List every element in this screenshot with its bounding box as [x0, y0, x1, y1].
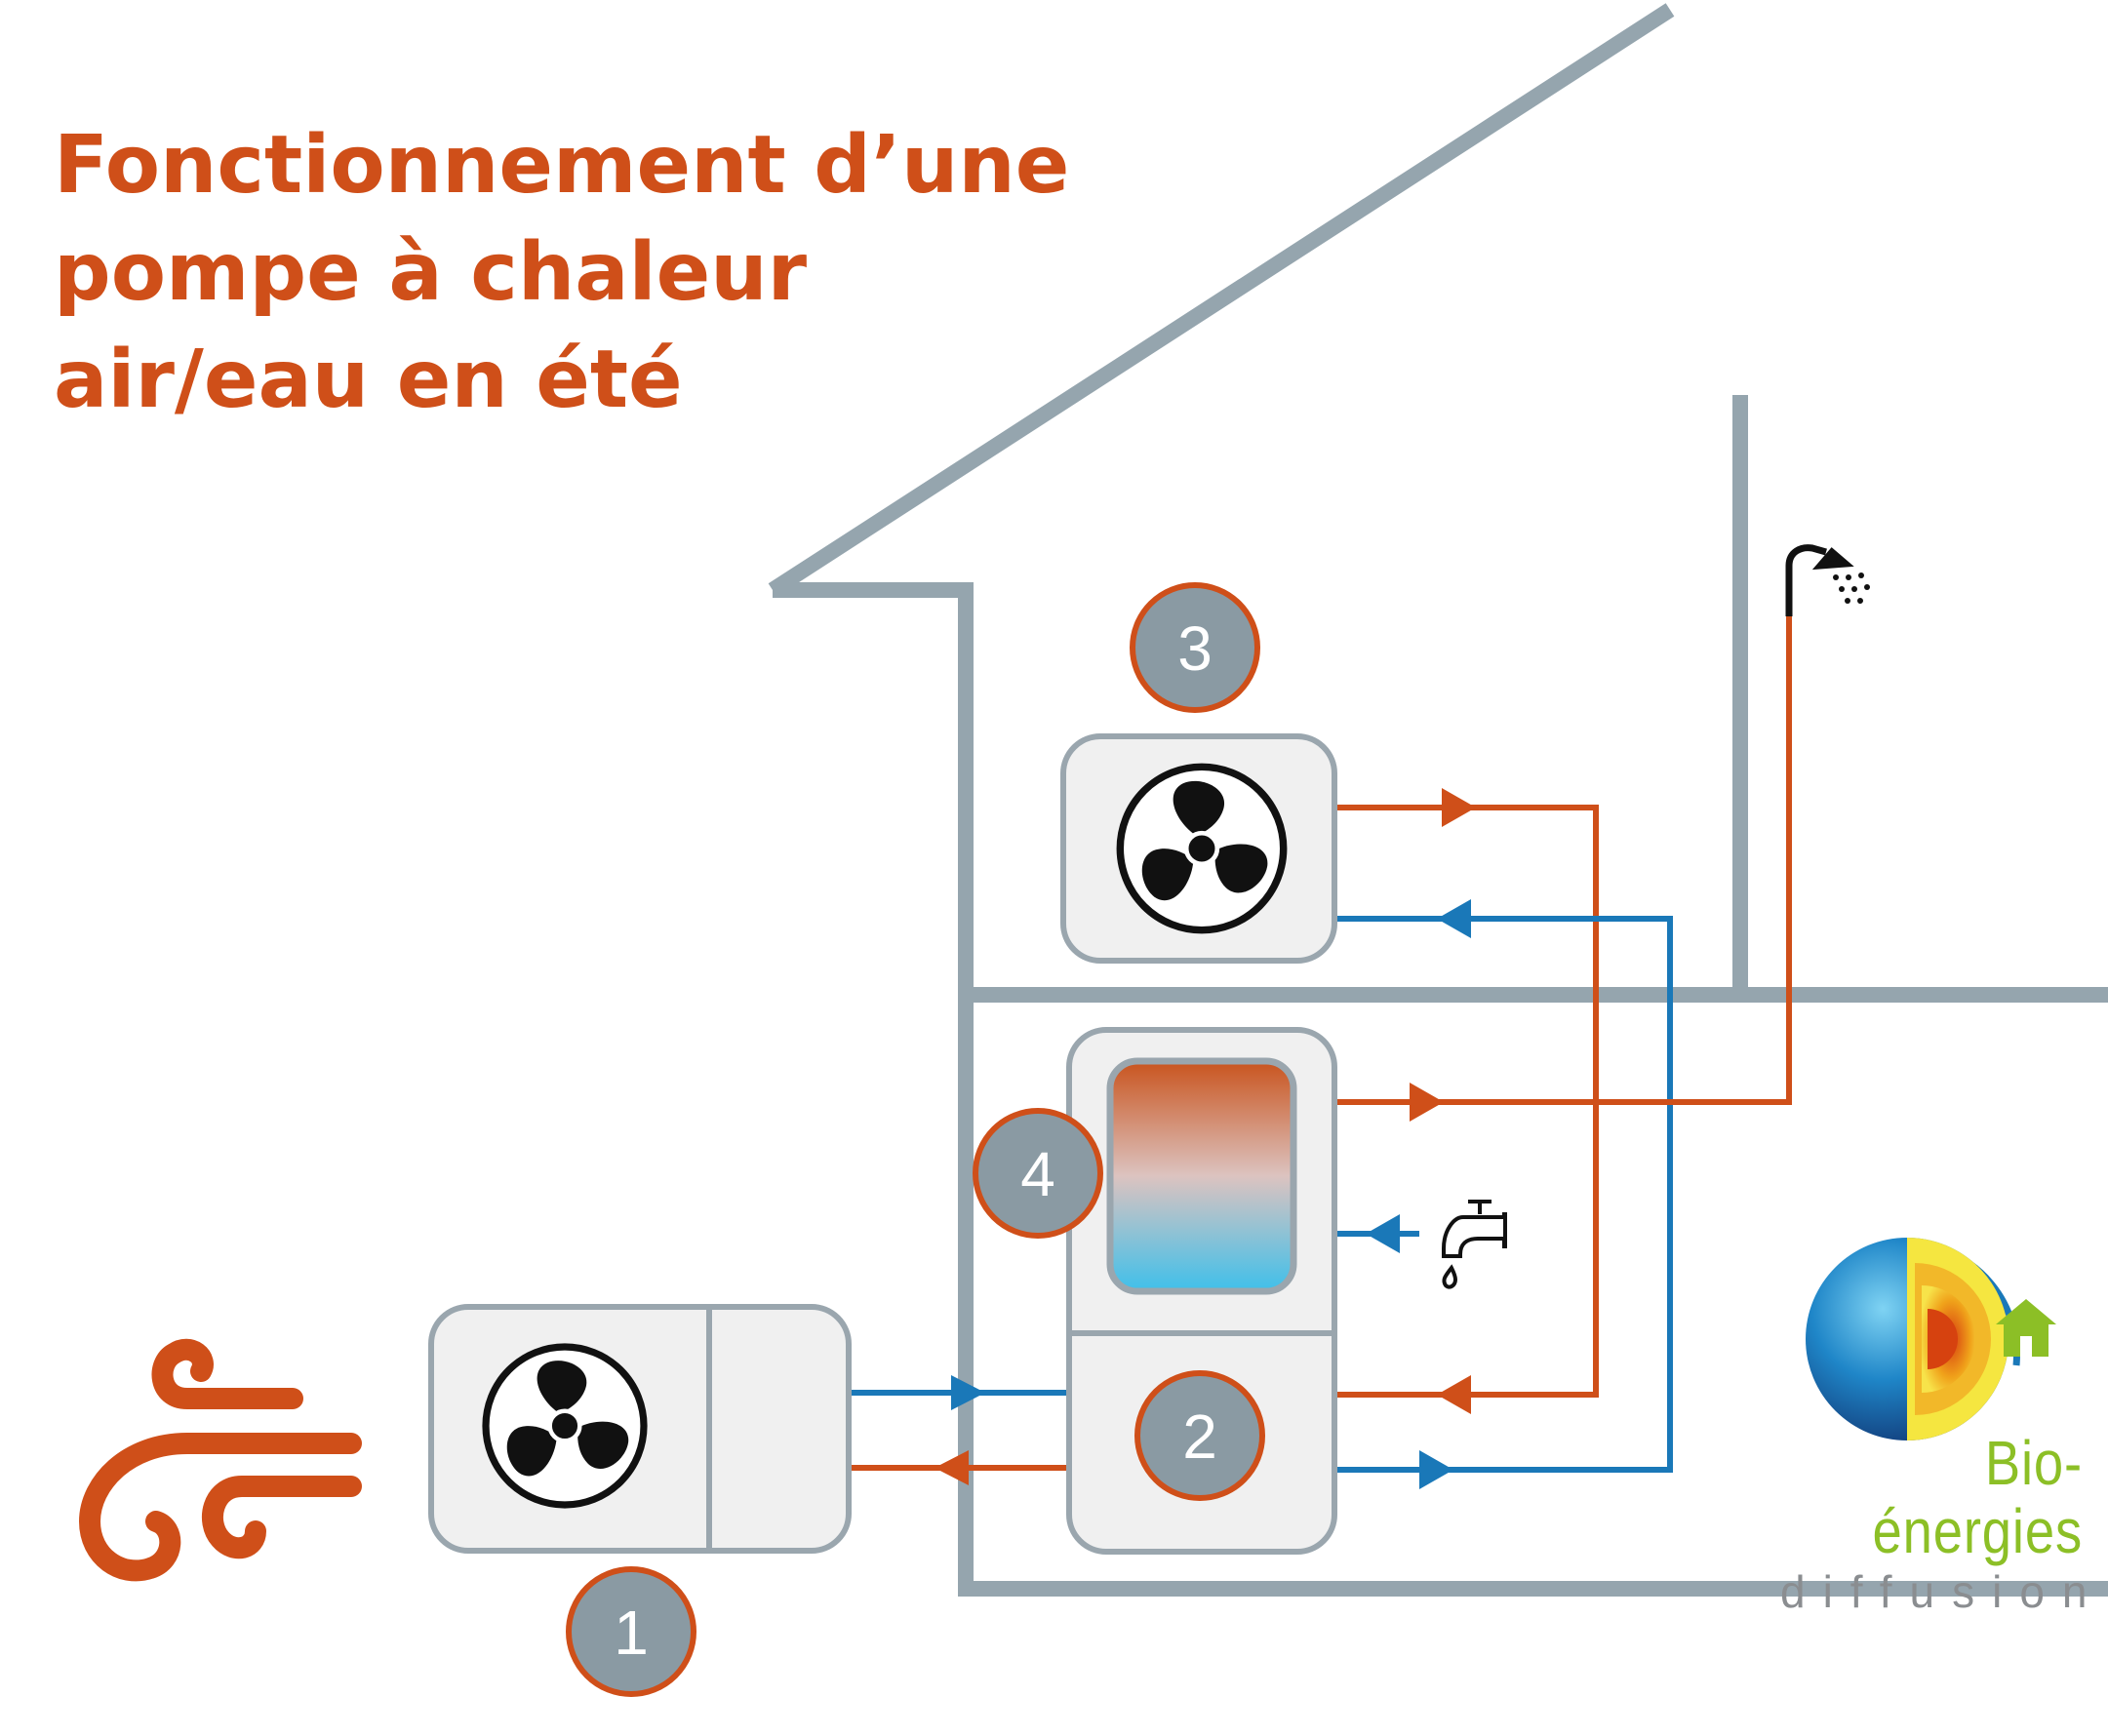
roof-line: [768, 3, 1675, 597]
earth-core-icon: [1806, 1238, 2020, 1440]
house-outline: [768, 3, 2108, 1597]
left-eave: [773, 582, 2108, 1597]
hot-water-pipe: [1293, 616, 1792, 1105]
fan-icon: [486, 1347, 644, 1505]
arrow-cold-up: [1437, 899, 1471, 938]
badge-3: 3: [1130, 582, 1260, 713]
diagram-title: Fonctionnement d’une pompe à chaleur air…: [54, 112, 1127, 434]
logo-subtitle: diffusion: [1780, 1566, 2105, 1617]
arrow-cold-in: [951, 1375, 985, 1410]
badge-3-label: 3: [1177, 613, 1213, 684]
title-line-2: pompe à chaleur: [54, 226, 808, 319]
badge-1-label: 1: [614, 1598, 649, 1668]
hydraulic-module: [1066, 1027, 1337, 1555]
badge-4: 4: [973, 1108, 1103, 1239]
arrow-hot-return: [1437, 1375, 1471, 1414]
indoor-fan-coil: [1060, 733, 1337, 964]
badge-4-label: 4: [1020, 1139, 1055, 1209]
flow-arrows: [935, 788, 1476, 1489]
arrow-hot-water: [1410, 1083, 1444, 1122]
badge-1: 1: [566, 1566, 696, 1697]
cold-pipe-loop: [1334, 916, 1673, 1473]
arrow-hot-out: [935, 1450, 969, 1485]
outdoor-unit: [428, 1304, 852, 1554]
shower-icon: [1785, 544, 1870, 616]
title-line-1: Fonctionnement d’une: [54, 119, 1070, 212]
arrow-cold-return: [1419, 1450, 1453, 1489]
badge-2: 2: [1134, 1370, 1265, 1501]
faucet-icon: [1442, 1200, 1507, 1289]
arrow-cold-water: [1366, 1214, 1400, 1253]
house-icon: [1996, 1299, 2056, 1357]
title-line-3: air/eau en été: [54, 334, 683, 426]
arrow-hot-up: [1442, 788, 1476, 827]
fan-icon: [1120, 767, 1283, 929]
logo: Bio-énergies diffusion: [1780, 1428, 2088, 1618]
hot-water-tank: [1106, 1057, 1297, 1295]
badge-2-label: 2: [1182, 1401, 1217, 1472]
logo-name: Bio-énergies: [1872, 1428, 2083, 1566]
wind-icon: [78, 1338, 362, 1582]
